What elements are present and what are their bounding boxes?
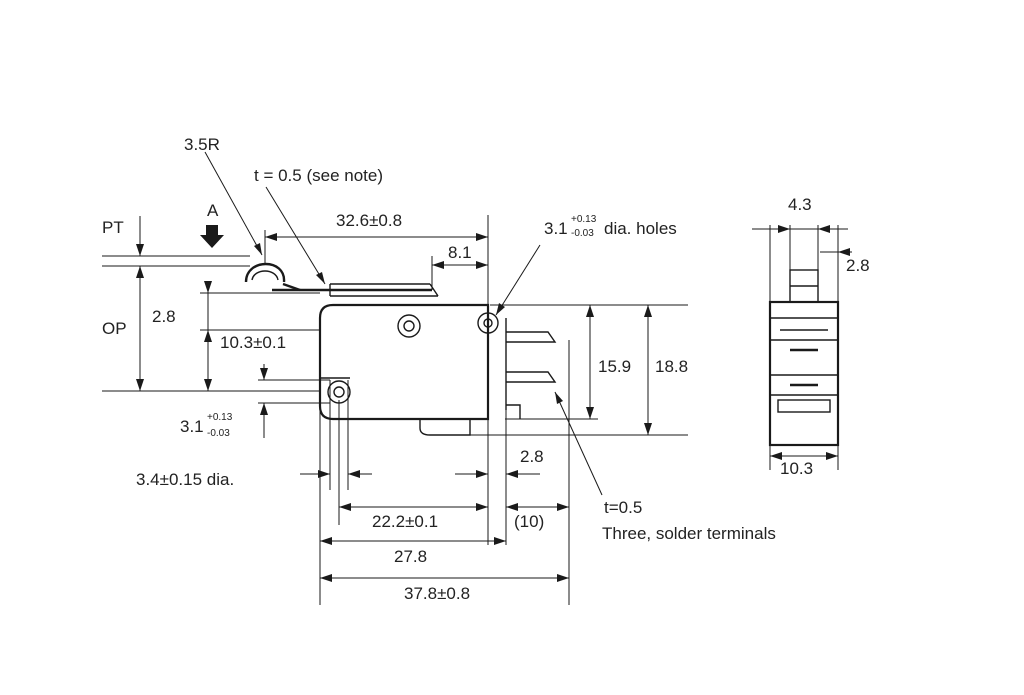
dim-8-1 [431,256,488,290]
label-hole-left-tol-minus: -0.03 [207,428,230,439]
label-terminal-note-1: t=0.5 [604,498,642,517]
label-lever-thickness: t = 0.5 (see note) [254,166,383,185]
label-hole-left-tol-plus: +0.13 [207,412,233,423]
label-side-2-8: 2.8 [846,256,870,275]
label-pt: PT [102,218,124,237]
label-hole-dia-tol-plus: +0.13 [571,214,597,225]
dim-2-8-bottom [455,470,540,478]
dim-32-6 [264,215,489,305]
actuator-lever [244,262,439,297]
dim-pin [300,470,372,478]
op-dimension [136,266,144,391]
label-height-15-9: 15.9 [598,357,631,376]
label-terminal-note-2: Three, solder terminals [602,524,776,543]
label-pin-dia: 3.4±0.15 dia. [136,470,234,489]
label-22-2: 22.2±0.1 [372,512,438,531]
label-lever-offset: 8.1 [448,243,472,262]
front-view [102,151,688,605]
dim-37-8 [320,574,569,582]
switch-body [318,303,557,436]
label-37-8: 37.8±0.8 [404,584,470,603]
dim-27-8 [320,537,506,545]
label-radius: 3.5R [184,135,220,154]
label-hole-dia-main: 3.1 [544,219,568,238]
label-hole-dia-suffix: dia. holes [604,219,677,238]
dim-heights [586,305,652,435]
dim-10-3-left [204,330,212,391]
label-2-8-left: 2.8 [152,307,176,326]
label-height-18-8: 18.8 [655,357,688,376]
dim-hole-left [258,364,330,438]
label-10-paren: (10) [514,512,544,531]
side-view [752,225,852,470]
label-2-8-bottom: 2.8 [520,447,544,466]
label-op: OP [102,319,127,338]
label-27-8: 27.8 [394,547,427,566]
dim-22-2 [339,503,488,511]
label-arrow-a: A [207,201,219,220]
label-hole-dia-tol-minus: -0.03 [571,228,594,239]
label-lever-length: 32.6±0.8 [336,211,402,230]
label-10-3-tol: 10.3±0.1 [220,333,286,352]
force-arrow-a [200,225,224,248]
label-side-10-3: 10.3 [780,459,813,478]
dim-10-paren [506,503,569,511]
label-side-4-3: 4.3 [788,195,812,214]
label-hole-left-main: 3.1 [180,417,204,436]
